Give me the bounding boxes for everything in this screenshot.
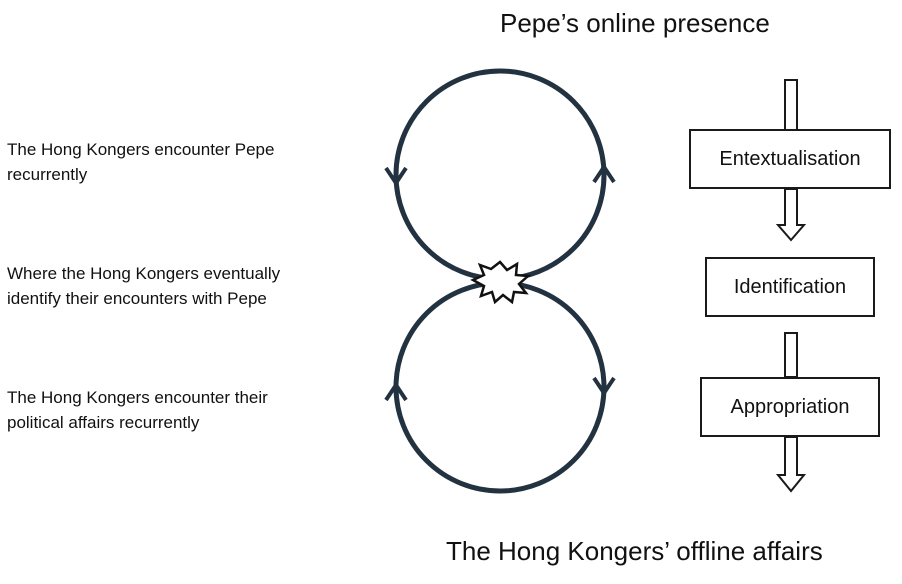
lower-left-arrowhead-icon: [384, 381, 408, 402]
side-label-line: The Hong Kongers encounter Pepe: [7, 140, 275, 159]
bottom-title: The Hong Kongers’ offline affairs: [446, 536, 823, 566]
side-label-identify: Where the Hong Kongers eventually identi…: [7, 261, 352, 311]
side-label-line: The Hong Kongers encounter their: [7, 388, 268, 407]
flow-arrow-top: [784, 79, 798, 131]
top-title: Pepe’s online presence: [500, 8, 770, 38]
stage-box-identification: Identification: [705, 257, 875, 317]
side-label-line: political affairs recurrently: [7, 413, 200, 432]
flow-arrow-entext-to-ident: [775, 188, 807, 242]
stage-label: Identification: [733, 275, 847, 298]
side-label-line: recurrently: [7, 165, 88, 184]
side-label-political-affairs: The Hong Kongers encounter their politic…: [7, 385, 352, 435]
stage-box-appropriation: Appropriation: [700, 377, 880, 437]
side-label-line: Where the Hong Kongers eventually: [7, 264, 281, 283]
upper-left-arrowhead-icon: [384, 166, 408, 187]
upper-loop: [393, 68, 607, 282]
side-label-line: identify their encounters with Pepe: [7, 289, 267, 308]
side-label-encounter-pepe: The Hong Kongers encounter Pepe recurren…: [7, 137, 352, 187]
upper-right-arrowhead-icon: [592, 163, 616, 184]
burst-icon: [470, 260, 532, 305]
stage-label: Appropriation: [730, 395, 850, 418]
stage-box-entextualisation: Entextualisation: [689, 129, 891, 189]
lower-right-arrowhead-icon: [592, 376, 616, 397]
stage-label: Entextualisation: [719, 147, 861, 170]
flow-arrow-bottom: [775, 436, 807, 493]
flow-arrow-ident-to-approp: [784, 332, 798, 378]
lower-loop: [393, 280, 607, 494]
